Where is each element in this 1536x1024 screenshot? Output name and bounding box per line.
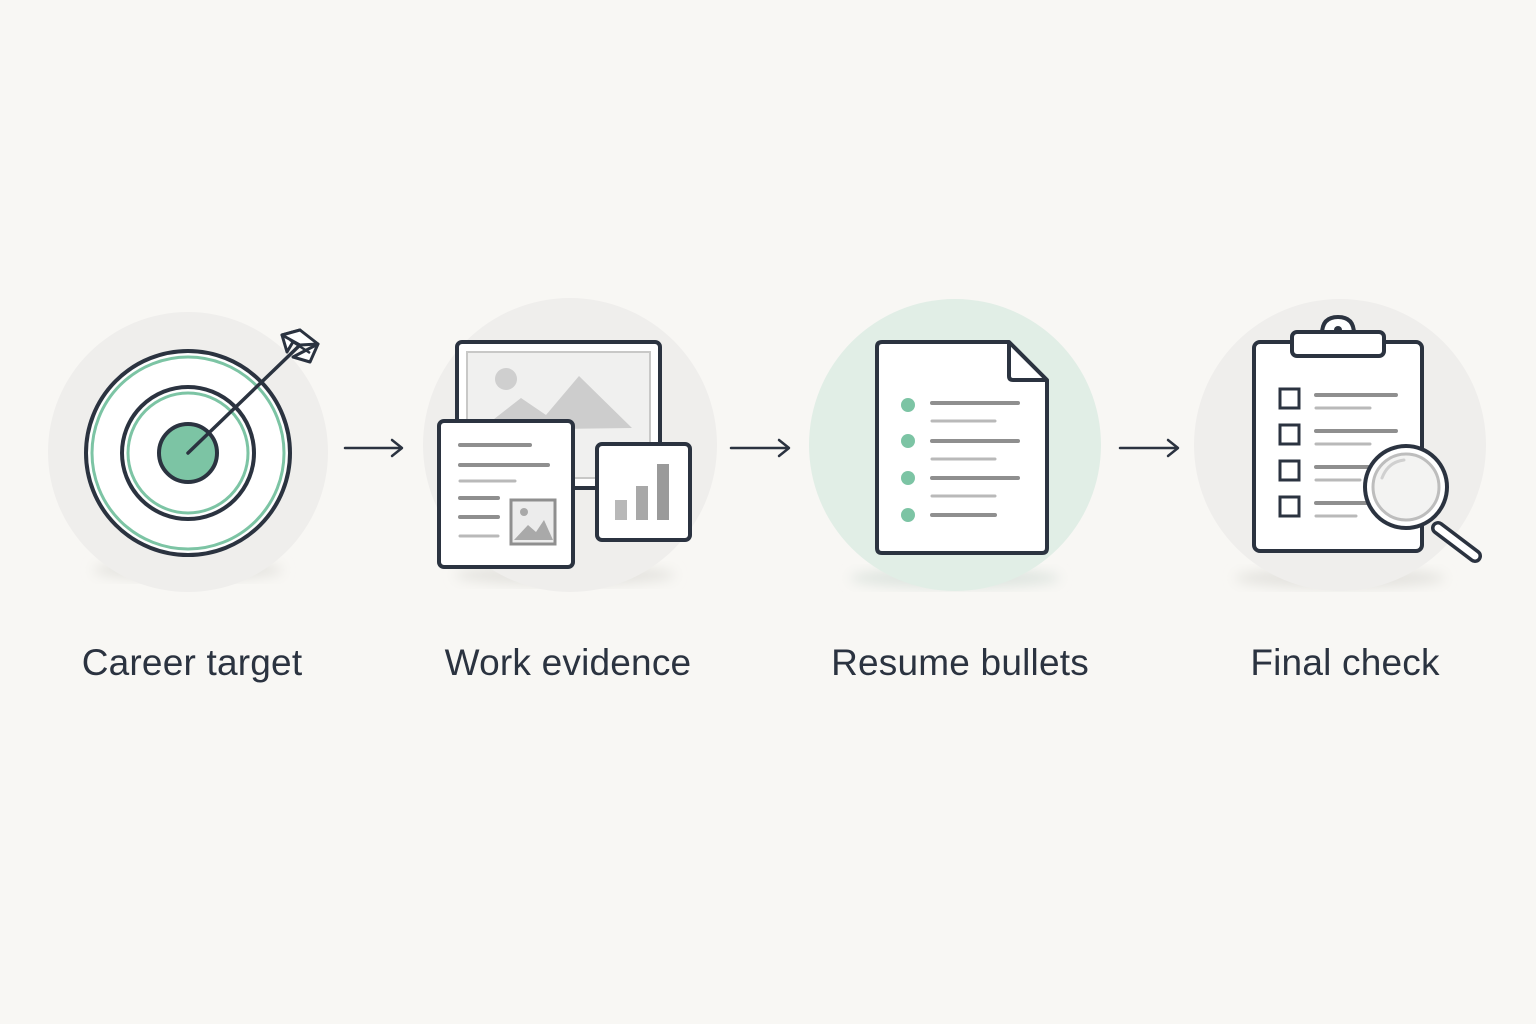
connector-arrow-2 <box>729 438 791 458</box>
step-label-work-evidence: Work evidence <box>444 642 692 683</box>
step-3-resume-bullets-icon <box>809 299 1101 591</box>
connector-arrow-1 <box>343 438 404 458</box>
document-icon <box>437 419 575 569</box>
bulleted-document-icon <box>875 340 1049 555</box>
step-2-work-evidence-icon <box>423 298 717 592</box>
step-label-final-check: Final check <box>1250 642 1440 683</box>
step-label-resume-bullets: Resume bullets <box>831 642 1089 683</box>
step-4-final-check-icon <box>1194 299 1486 591</box>
bar-chart-icon <box>595 442 692 542</box>
checklist-icon <box>1278 387 1398 518</box>
connector-arrow-3 <box>1118 438 1180 458</box>
magnifier-icon <box>1363 444 1482 563</box>
arrow-icon <box>186 328 320 455</box>
step-label-career-target: Career target <box>81 642 303 683</box>
step-1-career-target-icon <box>48 312 328 592</box>
